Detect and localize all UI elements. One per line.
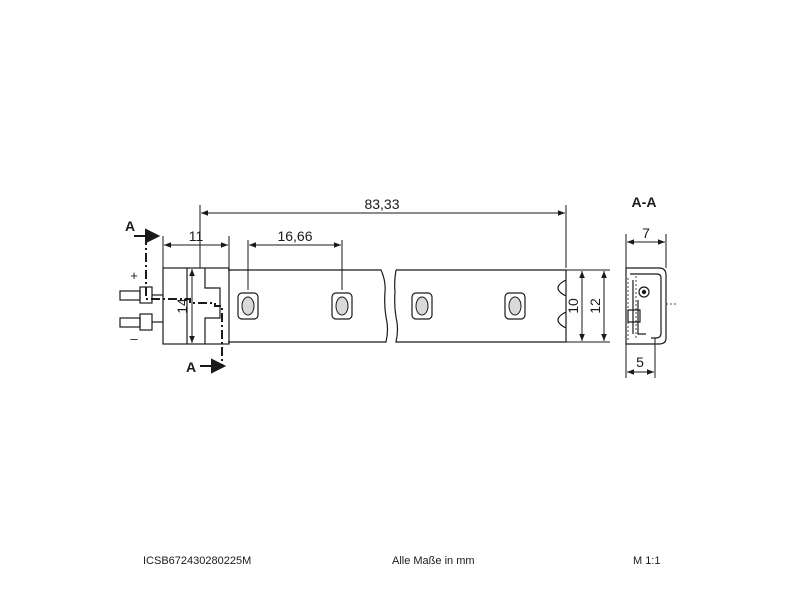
dim-label-section-width-bottom: 5 bbox=[636, 354, 644, 370]
section-arrow-bottom bbox=[200, 358, 227, 374]
lead-plus bbox=[119, 290, 141, 301]
dim-label-strip-outer: 12 bbox=[587, 298, 603, 314]
dim-label-strip-inner: 10 bbox=[565, 298, 581, 314]
led-housing bbox=[237, 292, 259, 320]
dim-label-connector-height: 14 bbox=[174, 298, 190, 314]
dim-label-led-pitch: 16,66 bbox=[277, 228, 312, 244]
dim-label-section-width-top: 7 bbox=[642, 225, 650, 241]
led-housing bbox=[504, 292, 526, 320]
section-marker-bottom: A bbox=[186, 359, 196, 375]
polarity-plus-label: + bbox=[130, 268, 138, 283]
section-profile-inner bbox=[630, 273, 662, 339]
led-housing bbox=[331, 292, 353, 320]
lead-minus bbox=[119, 317, 141, 328]
dim-label-connector-length: 11 bbox=[189, 228, 204, 244]
led-lens bbox=[508, 296, 522, 316]
end-notch-top bbox=[557, 279, 567, 297]
dim-label-total-length: 83,33 bbox=[364, 196, 399, 212]
strip-left-section bbox=[228, 269, 389, 343]
section-profile-outer bbox=[625, 267, 667, 345]
section-channel bbox=[632, 280, 646, 335]
led-housing bbox=[411, 292, 433, 320]
led-lens bbox=[415, 296, 429, 316]
led-group bbox=[237, 292, 526, 320]
units-note: Alle Maße in mm bbox=[392, 555, 475, 567]
connector-housing bbox=[162, 267, 230, 345]
section-conductor-core bbox=[641, 289, 647, 295]
led-lens bbox=[241, 296, 255, 316]
section-cut-line bbox=[145, 236, 223, 366]
lead-minus-sleeve bbox=[139, 313, 153, 331]
end-notch-bottom bbox=[557, 311, 567, 329]
section-conductor bbox=[638, 286, 650, 298]
article-number: ICSB672430280225M bbox=[143, 555, 252, 567]
polarity-minus-label: – bbox=[130, 331, 138, 346]
section-arrow-top bbox=[134, 228, 161, 244]
scale-label: M 1:1 bbox=[633, 555, 661, 567]
connector-inner-top bbox=[204, 268, 221, 302]
section-marker-top: A bbox=[125, 218, 135, 234]
led-lens bbox=[335, 296, 349, 316]
connector-inner-bottom bbox=[204, 302, 221, 344]
section-title: A-A bbox=[632, 194, 657, 210]
strip-right-section bbox=[394, 269, 567, 343]
